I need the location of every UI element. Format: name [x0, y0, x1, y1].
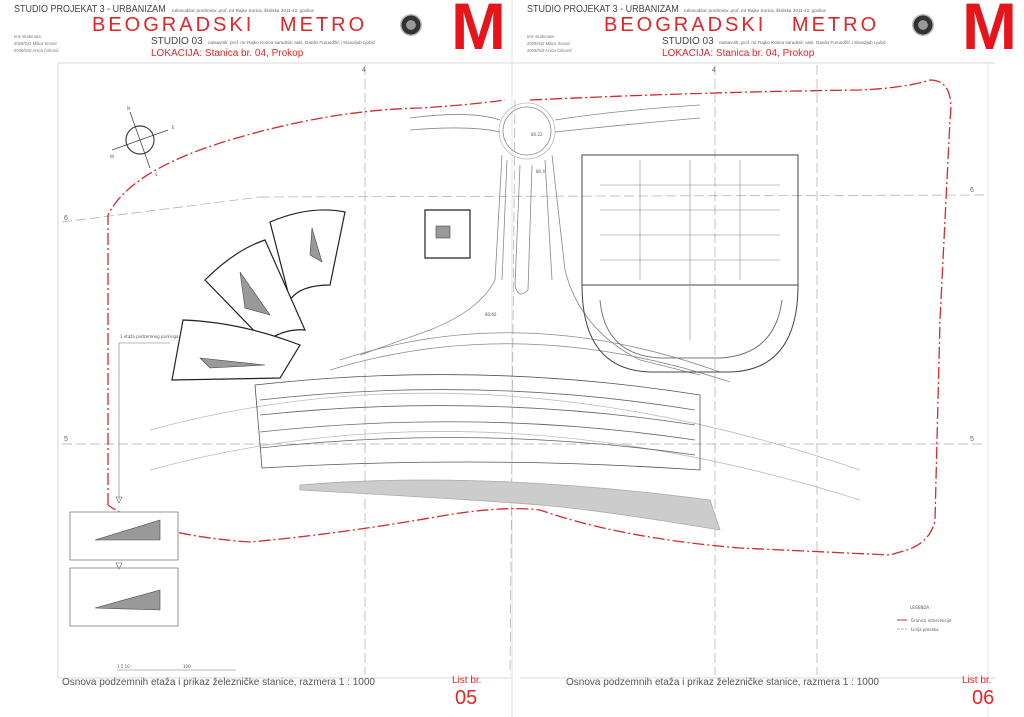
compass-n: N [127, 106, 130, 111]
section-mark-5-right: 5 [970, 436, 974, 443]
section-lines [61, 65, 986, 676]
course-title: STUDIO PROJEKAT 3 - URBANIZAM [527, 4, 679, 15]
student-name: 2009/018 Anica Ćirković [527, 48, 572, 53]
location-label: LOKACIJA: Stanica br. 04, Prokop [151, 48, 304, 59]
studio-label: STUDIO 03 [662, 36, 714, 47]
course-lead: rukovodilac predmeta: prof. mr Rajko Kor… [172, 8, 314, 13]
brand-title: BEOGRADSKI METRO [92, 14, 368, 36]
metro-logo: M [451, 0, 506, 63]
list-label: List br. [962, 675, 992, 686]
parking-annotation: 1 etaža podzemnog parkinga [120, 334, 179, 339]
parking-garages-left [69, 209, 471, 627]
course-title: STUDIO PROJEKAT 3 - URBANIZAM [14, 4, 166, 15]
students-label: Ime studenata: [14, 34, 42, 39]
intervention-boundary [107, 79, 952, 556]
section-mark-6-right: 6 [970, 187, 974, 194]
railway-station [149, 374, 861, 531]
university-seal-icon [400, 14, 422, 36]
parking-garage-right [581, 154, 799, 373]
scale-bar: 1 5 10 100 [117, 664, 236, 671]
university-seal-icon [912, 14, 934, 36]
studio-label: STUDIO 03 [151, 36, 203, 47]
elevation-label: 80.4 [536, 169, 545, 174]
metro-logo: M [962, 0, 1017, 63]
legend-item: Linija preseka [911, 627, 939, 632]
student-name: 2009/018 Anica Ćirković [14, 48, 59, 53]
elevation-label: 80.60 [485, 312, 497, 317]
section-mark-4: 4 [362, 67, 366, 74]
section-mark-6: 6 [64, 215, 68, 222]
list-number: 06 [972, 687, 995, 709]
students-label: Ime studenata: [527, 34, 555, 39]
elevation-label: 80.22 [531, 132, 543, 137]
compass-w: W [110, 154, 114, 159]
legend-item: Granica intervencije [911, 618, 952, 623]
student-name: 2009/042 Milica Seović [14, 41, 58, 46]
list-number: 05 [455, 687, 478, 709]
ramp-cores [94, 225, 451, 611]
student-name: 2009/042 Milica Seović [527, 41, 571, 46]
sheet-caption: Osnova podzemnih etaža i prikaz železnič… [62, 677, 375, 688]
svg-text:1 5 10: 1 5 10 [117, 664, 130, 669]
location-label: LOKACIJA: Stanica br. 04, Prokop [662, 48, 815, 59]
sheet-frame [57, 0, 995, 717]
brand-title: BEOGRADSKI METRO [604, 14, 880, 36]
compass-icon: N E S W [110, 106, 175, 177]
section-mark-4-right: 4 [712, 67, 716, 74]
list-label: List br. [452, 675, 482, 686]
sheet-caption: Osnova podzemnih etaža i prikaz železnič… [566, 677, 879, 688]
compass-s: S [155, 172, 158, 177]
legend-title: LEGENDA : [910, 605, 932, 610]
svg-text:100: 100 [183, 664, 191, 669]
course-lead: rukovodilac predmeta: prof. mr Rajko Kor… [684, 8, 826, 13]
staff-text: nastavnik: prof. mr Rajko Korica saradni… [719, 40, 886, 45]
staff-text: nastavnik: prof. mr Rajko Korica saradni… [208, 40, 375, 45]
roads [329, 102, 731, 383]
section-marks: 6 6 5 5 4 4 [64, 67, 974, 443]
legend: LEGENDA : Granica intervencije Linija pr… [897, 605, 952, 632]
compass-e: E [172, 125, 175, 130]
section-mark-5: 5 [64, 436, 68, 443]
